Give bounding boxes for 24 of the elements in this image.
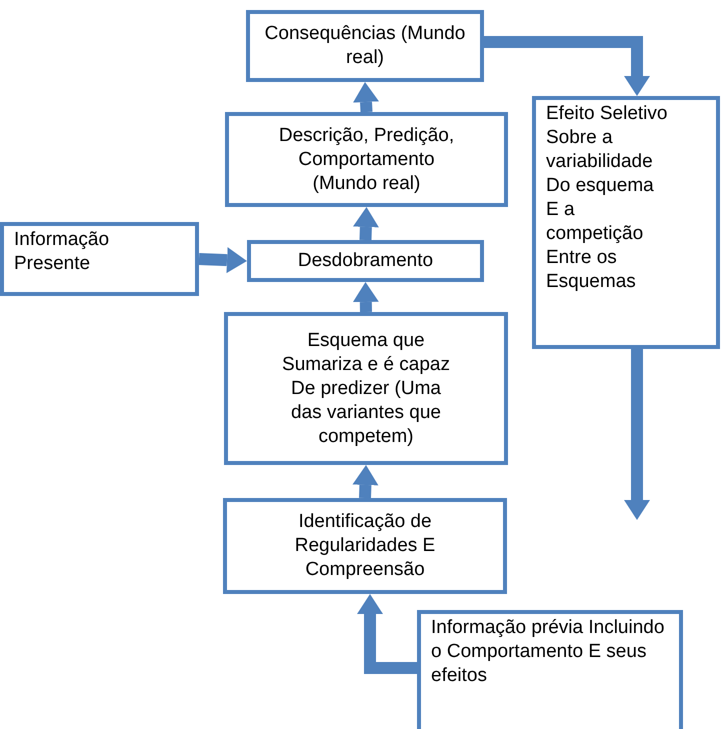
arrow [357,594,417,674]
process-box [0,222,199,296]
box-text: Descrição, Predição, Comportamento (Mundo real) [278,124,456,196]
arrow [352,207,379,240]
process-box [246,10,484,82]
box-text: Consequências (Mundo real) [264,22,466,70]
arrow [198,247,247,274]
box-text: Identificação de Regularidades E Compreensão [294,510,436,582]
arrow [484,36,650,96]
arrow [353,82,379,112]
arrow [352,282,379,312]
arrow [352,465,378,498]
box-text: Informação prévia Incluindo o Comportamento E seus efeitos [431,616,666,688]
box-text: Esquema que Sumariza e é capaz De predizer (Uma das variantes que competem) [281,328,451,448]
process-box [532,96,720,349]
process-box [225,112,508,207]
process-box [224,312,508,465]
process-box [223,498,507,594]
process-box [247,240,484,282]
arrow [624,349,650,520]
box-text: Informação Presente [14,228,110,276]
process-box [417,610,683,729]
box-text: Desdobramento [298,249,434,273]
box-text: Efeito Seletivo Sobre a variabilidade Do esquema E a competição Entre os Esquemas [546,102,668,294]
